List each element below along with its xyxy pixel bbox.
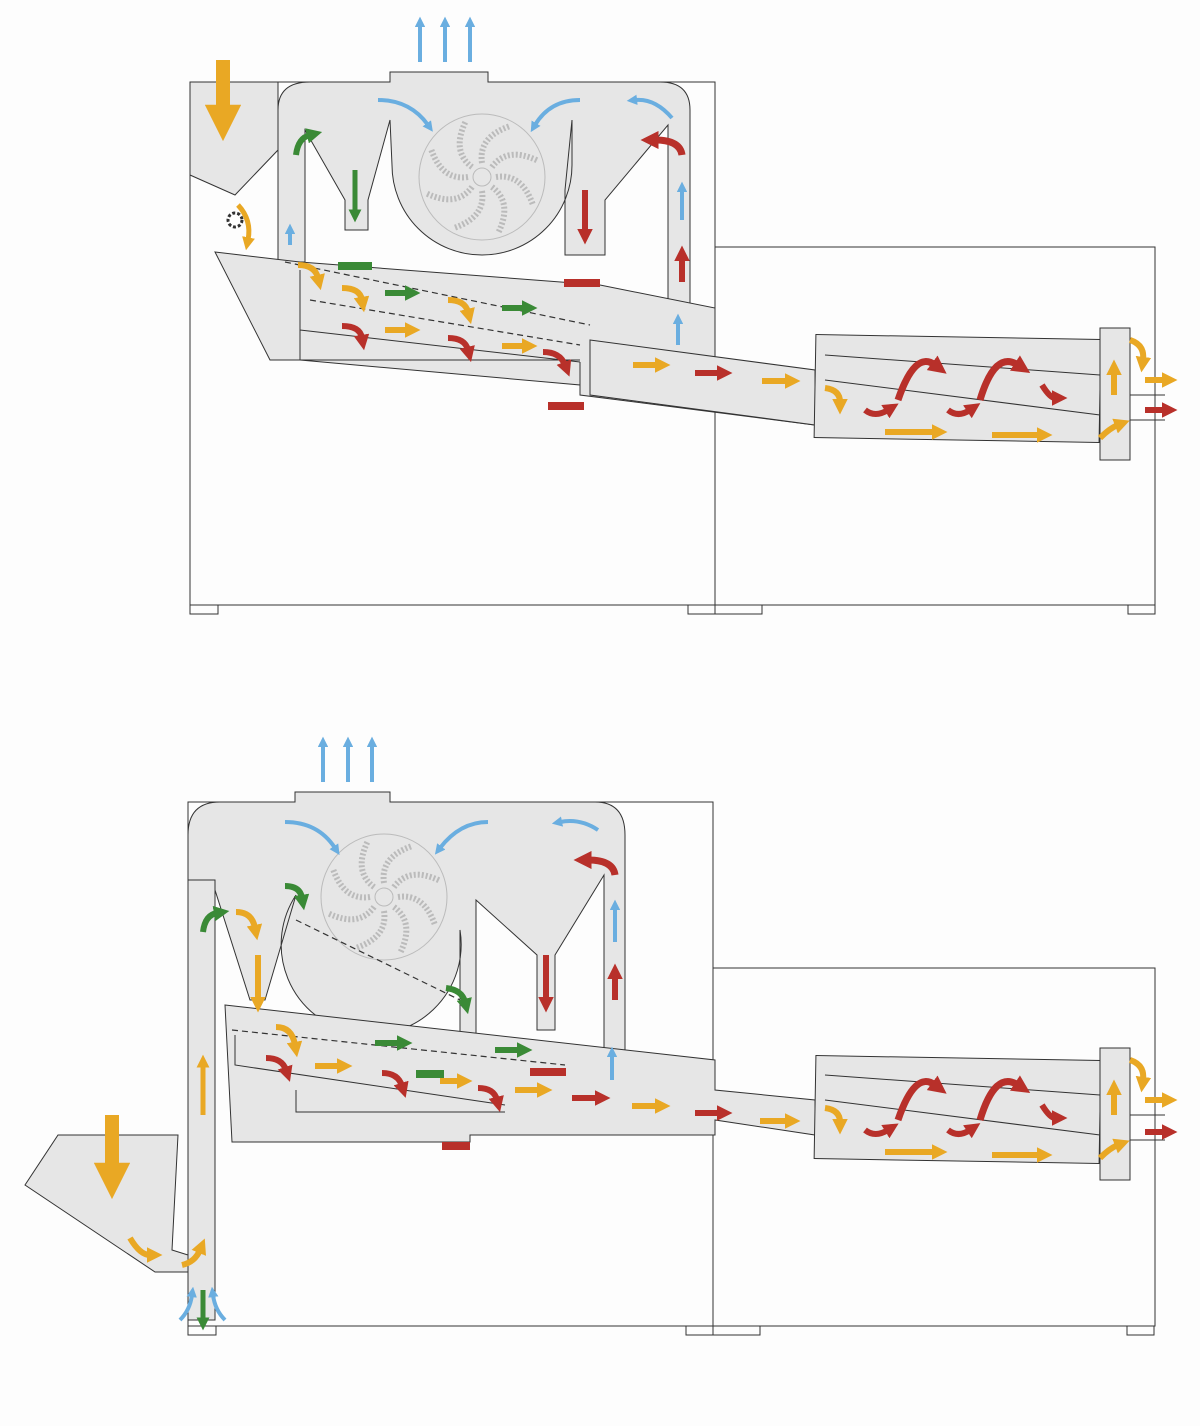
heavy-fraction-arrow-icon — [863, 1123, 899, 1139]
screw-conveyor — [813, 1055, 1102, 1164]
feed-hopper — [189, 81, 279, 196]
flow-arrows — [93, 16, 1178, 1331]
heavy-fraction-arrow-icon — [946, 1123, 981, 1139]
heavy-fraction-arrow-icon — [381, 1070, 409, 1098]
product-flow-arrow-icon — [236, 203, 255, 251]
heavy-fraction-arrow-icon — [477, 1085, 504, 1113]
product-flow-arrow-icon — [297, 262, 325, 291]
heavy-fraction-arrow-icon — [976, 1075, 1031, 1122]
airflow-arrow-icon — [530, 98, 581, 133]
product-flow-arrow-icon — [824, 385, 848, 415]
heavy-fraction-arrow-icon — [863, 403, 899, 419]
heavy-fraction-arrow-icon — [265, 1055, 293, 1082]
airflow-arrow-icon — [377, 98, 433, 132]
heavy-fraction-arrow-icon — [1039, 383, 1068, 406]
outlet-green-1 — [338, 262, 372, 270]
heavy-fraction-arrow-icon — [341, 323, 370, 351]
fan-blade — [330, 868, 371, 901]
fan-blade — [355, 910, 388, 951]
fan-blade — [453, 190, 486, 231]
light-fraction-arrow-icon — [200, 905, 230, 933]
light-fraction-arrow-icon — [293, 128, 323, 156]
fan-wheel-icon — [320, 833, 448, 961]
fan-blade — [478, 123, 511, 164]
airflow-arrow-icon — [434, 820, 489, 855]
fan-housing — [187, 791, 626, 1061]
product-flow-arrow-icon — [1128, 1057, 1152, 1093]
outlet-red-2 — [548, 402, 584, 410]
fan-blades — [425, 120, 539, 234]
fan-wheel-icon — [418, 113, 546, 241]
fan-blade — [425, 184, 475, 203]
product-flow-arrow-icon — [447, 297, 475, 325]
fan-hub — [374, 887, 394, 907]
outlet-mixed — [530, 1068, 566, 1076]
outlet-green-1 — [416, 1070, 444, 1078]
product-flow-arrow-icon — [1097, 418, 1130, 441]
fan-blade — [397, 893, 438, 926]
fan-blade — [380, 843, 413, 884]
airflow-arrow-icon — [284, 820, 340, 855]
screw-conveyor — [813, 334, 1102, 443]
heavy-fraction-arrow-icon — [447, 335, 475, 363]
product-flow-arrow-icon — [1097, 1138, 1130, 1161]
product-flow-arrow-icon — [824, 1105, 848, 1135]
product-flow-arrow-icon — [275, 1024, 303, 1058]
fan-hub — [472, 167, 492, 187]
heavy-fraction-arrow-icon — [894, 1075, 947, 1122]
heavy-fraction-arrow-icon — [573, 850, 619, 876]
feed-roller — [226, 211, 244, 229]
heavy-fraction-arrow-icon — [640, 130, 686, 156]
fan-blade — [358, 840, 377, 890]
product-flow-arrow-icon — [235, 909, 263, 941]
right-frame — [712, 967, 1156, 1327]
airflow-arrow-icon — [626, 94, 674, 120]
fan-blade — [495, 173, 536, 206]
airflow-arrow-icon — [208, 1286, 227, 1322]
end-flange — [1099, 1047, 1131, 1181]
fan-blades — [327, 840, 441, 954]
fan-blade — [327, 904, 377, 923]
product-flow-arrow-icon — [127, 1236, 163, 1263]
airflow-arrow-icon — [178, 1286, 197, 1322]
fan-blade — [489, 184, 508, 234]
outlet-red-2 — [442, 1142, 470, 1150]
heavy-fraction-arrow-icon — [1039, 1103, 1068, 1126]
sieve-trough — [224, 1004, 816, 1143]
light-fraction-arrow-icon — [284, 883, 310, 911]
fan-blade — [391, 871, 441, 890]
product-flow-arrow-icon — [181, 1238, 206, 1268]
product-flow-arrow-icon — [341, 285, 370, 313]
fan-blade — [456, 120, 475, 170]
heavy-fraction-arrow-icon — [976, 355, 1031, 402]
heavy-fraction-arrow-icon — [542, 349, 572, 377]
frame-feet — [189, 604, 1156, 615]
heavy-fraction-arrow-icon — [894, 355, 947, 402]
product-flow-arrow-icon — [1128, 337, 1152, 373]
light-fraction-arrow-icon — [445, 985, 472, 1015]
airflow-arrow-icon — [551, 816, 600, 832]
right-frame — [714, 246, 1156, 606]
fan-blade — [489, 151, 539, 170]
outlet-red-1 — [564, 279, 600, 287]
fan-blade — [428, 148, 469, 181]
heavy-fraction-arrow-icon — [946, 403, 981, 419]
frame-feet — [187, 1325, 1155, 1336]
fan-blade — [391, 904, 410, 954]
